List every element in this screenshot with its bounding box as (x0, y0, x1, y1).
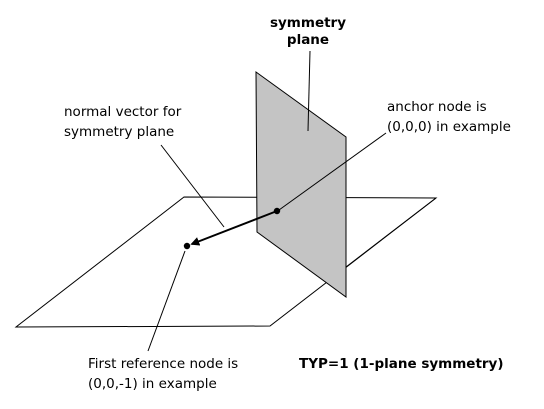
normal-vector-arrow (190, 210, 278, 246)
reference-node-dot (183, 242, 191, 250)
leader-normal-vector (160, 144, 225, 228)
leader-reference-node (147, 250, 186, 352)
base-plane-front-edge (345, 197, 437, 268)
symmetry-plane-shape (255, 71, 347, 298)
reference-node-label-line: First reference node is (88, 356, 239, 372)
normal-vector-label-line: symmetry plane (64, 124, 175, 140)
leader-symmetry-plane (307, 50, 311, 132)
anchor-node-label-line: anchor node is (387, 99, 487, 115)
anchor-node-dot (273, 207, 281, 215)
normal-vector-label: normal vector for symmetry plane (64, 102, 181, 142)
base-plane (14, 196, 438, 328)
reference-node-label-line: (0,0,-1) in example (88, 376, 217, 392)
anchor-node-label-line: (0,0,0) in example (387, 119, 511, 135)
reference-node-label: First reference node is (0,0,-1) in exam… (88, 354, 238, 394)
typ-label: TYP=1 (1-plane symmetry) (299, 356, 504, 372)
symmetry-plane-label-line: plane (286, 32, 330, 48)
anchor-node-label: anchor node is (0,0,0) in example (387, 97, 511, 137)
symmetry-plane-label-line: symmetry (269, 15, 347, 31)
leader-anchor-node (278, 132, 387, 211)
normal-vector-label-line: normal vector for (64, 104, 182, 120)
symmetry-plane-label: symmetry plane (268, 15, 348, 49)
